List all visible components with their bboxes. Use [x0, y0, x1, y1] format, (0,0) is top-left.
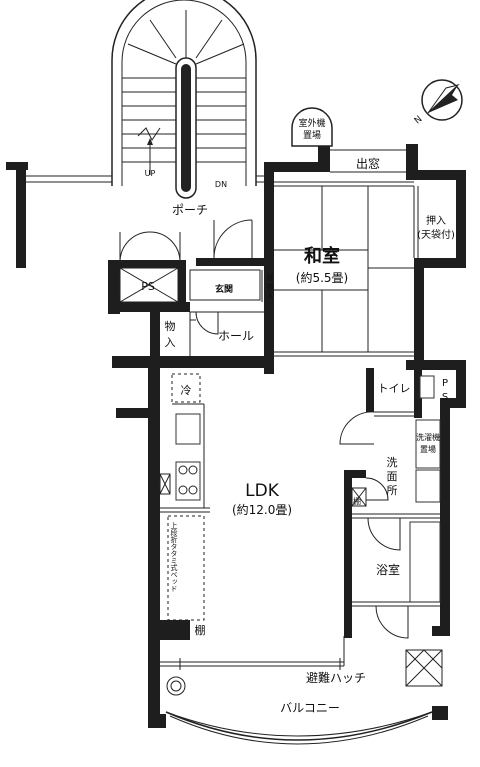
balcony-label: バルコニー	[280, 701, 340, 715]
storage-label-2: 入	[165, 336, 176, 349]
outdoor-unit-label-2: 置場	[303, 129, 321, 141]
ldk-size-label: (約12.0畳)	[232, 502, 292, 517]
shoe-cabinet-label-1: 履	[267, 274, 274, 282]
compass-icon	[421, 79, 463, 121]
ps-left-label: PS	[141, 280, 155, 293]
washroom-label-3: 所	[387, 484, 398, 497]
outer-walls	[108, 144, 466, 728]
stair-down-label: DN	[215, 180, 227, 189]
small-shelf-label: 棚	[353, 496, 361, 506]
ldk-label: LDK	[245, 481, 280, 501]
shelf-label: 棚	[195, 623, 206, 637]
outdoor-unit-alcove	[291, 107, 333, 147]
bay-window-label: 出窓	[356, 156, 380, 171]
escape-hatch-label: 避難ハッチ	[306, 670, 366, 685]
washitsu-room	[274, 149, 419, 357]
folding-bed-note: 上段折タタミ式ベッド	[170, 521, 178, 592]
washitsu-size-label: (約5.5畳)	[296, 270, 348, 285]
washroom-label-2: 面	[387, 470, 398, 483]
storage-label-1: 物	[165, 319, 176, 333]
porch-label: ポーチ	[172, 203, 208, 217]
fridge-label: 冷	[181, 384, 192, 397]
washer-label-1: 洗濯機	[416, 432, 440, 442]
washitsu-label: 和室	[304, 245, 340, 267]
bath-label: 浴室	[376, 562, 400, 577]
washer-label-2: 置場	[420, 444, 436, 454]
toilet-label: トイレ	[378, 382, 411, 395]
shoe-cabinet-label-3: 入	[267, 292, 274, 300]
kitchen-counter	[159, 373, 210, 640]
balcony	[160, 636, 443, 745]
entrance-area	[119, 219, 264, 356]
compass-label: N	[413, 114, 425, 126]
ps-right-label-1: P	[442, 378, 448, 389]
closet-label-2: (天袋付)	[417, 228, 455, 241]
closet-label-1: 押入	[426, 214, 446, 227]
stairwell	[111, 0, 257, 199]
outdoor-unit-label-1: 室外機	[298, 117, 325, 129]
genkan-label: 玄関	[215, 283, 233, 295]
wall	[16, 162, 26, 268]
ps-right-label-2: S	[442, 392, 448, 403]
stair-up-label: UP	[145, 169, 156, 178]
shoe-cabinet-label-2: 物	[267, 282, 274, 291]
hall-label: ホール	[218, 329, 254, 343]
washroom-label-1: 洗	[387, 456, 398, 469]
wet-area-walls	[339, 368, 441, 639]
